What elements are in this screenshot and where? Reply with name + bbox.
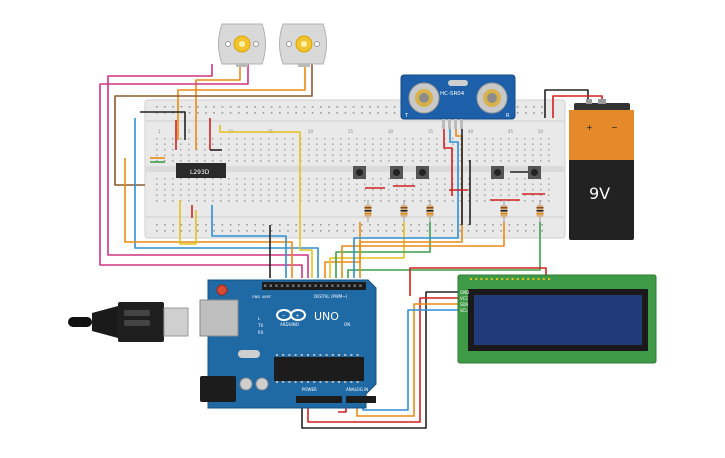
motor-driver-ic[interactable]: L293D — [176, 163, 226, 178]
wire-magenta-2 — [107, 64, 309, 278]
arduino-brand-label: ARDUINO — [280, 322, 299, 327]
resistor-5[interactable] — [536, 200, 544, 222]
wire-5v-lcd — [409, 267, 547, 296]
battery-9v[interactable]: + − 9V — [569, 99, 634, 240]
arduino-capacitor-2 — [255, 377, 269, 391]
wire-button3-green — [335, 222, 431, 278]
battery-plus-label: + — [586, 123, 593, 132]
wires — [99, 64, 603, 429]
arduino-on-label: ON — [344, 322, 350, 327]
arduino-microcontroller — [274, 357, 364, 381]
ultrasonic-model-label: HC-SR04 — [440, 91, 465, 97]
lcd-pin-sda: SDA — [460, 302, 469, 307]
motor-driver-body — [176, 163, 226, 178]
wire-lcd-gnd — [301, 291, 460, 429]
push-button-5[interactable] — [528, 166, 541, 179]
battery-label-band — [569, 110, 634, 160]
bb-col-50: 50 — [538, 129, 544, 134]
arduino-usb-jack — [199, 299, 239, 337]
arduino-crystal — [238, 350, 260, 358]
arduino-power-label: POWER — [302, 387, 317, 392]
bb-col-25: 25 — [348, 129, 354, 134]
push-button-4[interactable] — [491, 166, 504, 179]
breadboard-jumpers — [150, 118, 545, 218]
wire-sensor-vcc — [443, 128, 453, 196]
wire-button2-yellow — [329, 222, 405, 278]
dc-motor-1[interactable] — [218, 23, 266, 67]
resistor-1[interactable] — [364, 200, 372, 222]
usb-cable-end — [68, 317, 92, 327]
arduino-digital-label: DIGITAL (PWM~) — [314, 294, 348, 299]
wire-battery-neg — [544, 89, 589, 118]
wire-orange-left — [124, 158, 293, 278]
wire-motor1-magenta — [99, 64, 303, 278]
bb-col-30: 30 — [388, 129, 394, 134]
usb-cable — [68, 302, 189, 342]
bb-col-40: 40 — [468, 129, 474, 134]
wire-blue-mid — [211, 205, 287, 278]
arduino-digital-header — [262, 282, 366, 290]
arduino-reset-button[interactable] — [216, 284, 228, 296]
bb-col-1: 1 — [158, 129, 161, 134]
motor-driver-label: L293D — [190, 169, 210, 176]
arduino-rx-label: RX — [258, 330, 264, 335]
arduino-infinity-logo: − + — [276, 309, 306, 321]
wire-blue-left — [134, 118, 319, 278]
push-button-3[interactable] — [416, 166, 429, 179]
arduino-tx-label: TX — [257, 323, 263, 328]
arduino-analog-header — [346, 396, 376, 403]
ultrasonic-crystal — [448, 80, 468, 86]
arduino-power-jack — [200, 376, 236, 402]
wire-yellow-bottom — [179, 200, 197, 245]
mcu-pins — [276, 354, 359, 383]
lcd-pin-scl: SCL — [460, 308, 468, 313]
arduino-uno[interactable]: DIGITAL (PWM~) AREF GND L TX RX ON − + U… — [199, 279, 377, 409]
arduino-analog-label: ANALOG IN — [346, 387, 368, 392]
battery-terminal-cap — [574, 103, 630, 111]
resistor-4[interactable] — [500, 200, 508, 222]
wire-motor2-orange — [177, 64, 306, 140]
arduino-gnd-label: GND — [252, 295, 260, 299]
ultrasonic-r-label: R — [506, 113, 510, 119]
lcd-pin-vcc: VCC — [460, 296, 469, 301]
wire-motor1-orange — [195, 64, 241, 150]
wire-lcd-sda — [356, 303, 460, 417]
push-button-1[interactable] — [353, 166, 366, 179]
usb-plug-metal — [163, 307, 189, 337]
lcd-pin-gnd: GND — [460, 290, 469, 295]
resistors — [364, 200, 544, 222]
arduino-model-label: UNO — [314, 310, 339, 323]
svg-text:−: − — [282, 313, 286, 319]
push-buttons — [353, 166, 541, 179]
wire-button5-green — [347, 222, 541, 278]
arduino-l-label: L — [258, 316, 261, 321]
wire-button4-orange — [341, 222, 505, 278]
wire-lcd-scl — [362, 309, 460, 411]
battery-voltage-label: 9V — [589, 184, 610, 203]
lcd-top-pins — [470, 278, 550, 280]
bb-col-35: 35 — [428, 129, 434, 134]
push-button-2[interactable] — [390, 166, 403, 179]
resistor-2[interactable] — [400, 200, 408, 222]
wire-black-top — [140, 111, 186, 140]
ultrasonic-sensor[interactable]: HC-SR04 T R — [400, 74, 516, 129]
battery-minus-label: − — [611, 123, 618, 132]
wire-yellow-top — [219, 125, 313, 278]
bb-col-5: 5 — [188, 129, 191, 134]
lcd-display[interactable]: GND VCC SDA SCL — [457, 274, 657, 364]
wire-lcd-vcc — [307, 297, 460, 423]
bb-col-45: 45 — [508, 129, 514, 134]
arduino-capacitor-1 — [239, 377, 253, 391]
ultrasonic-t-label: T — [404, 113, 409, 119]
lcd-screen — [474, 295, 642, 345]
bb-col-20: 20 — [308, 129, 314, 134]
digital-pin-holes — [264, 284, 362, 287]
svg-text:+: + — [296, 314, 300, 320]
arduino-aref-label: AREF — [262, 295, 271, 299]
dc-motor-2[interactable] — [279, 23, 327, 67]
arduino-power-header — [296, 396, 342, 403]
resistor-3[interactable] — [426, 200, 434, 222]
